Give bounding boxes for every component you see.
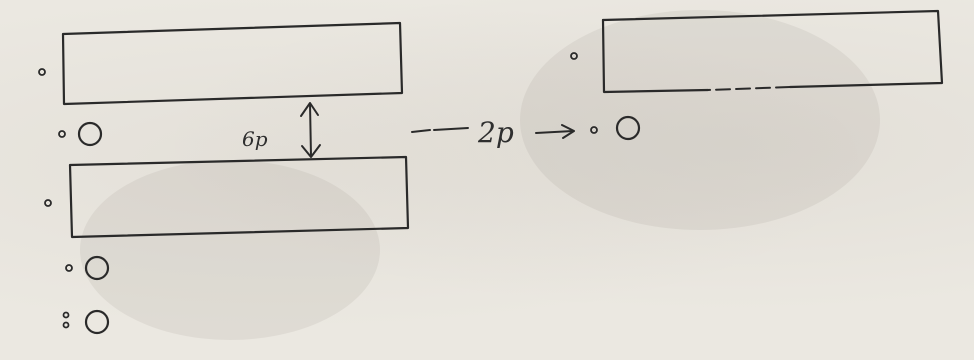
background-figure-sketch [80, 10, 880, 340]
right-top-bullet [570, 52, 578, 60]
left-radio-1-bullet [58, 130, 66, 138]
right-radio-bullet [590, 126, 598, 134]
left-radio-3-icon [84, 309, 110, 335]
left-second-text-field [68, 155, 410, 239]
left-top-bullet [38, 68, 46, 76]
horizontal-gap-arrow [411, 124, 575, 139]
vertical-gap-label: 6p [242, 127, 268, 151]
right-radio-icon [615, 115, 641, 141]
vertical-gap-arrow [300, 102, 321, 158]
horizontal-gap-label: 2p [477, 116, 514, 149]
left-top-text-field [61, 21, 404, 106]
left-second-bullet [44, 199, 52, 207]
left-radio-2-icon [84, 255, 110, 281]
right-top-text-field [601, 9, 944, 94]
left-radio-3-bullet [62, 311, 70, 329]
left-radio-1-icon [77, 121, 103, 147]
left-radio-2-bullet [65, 264, 73, 272]
